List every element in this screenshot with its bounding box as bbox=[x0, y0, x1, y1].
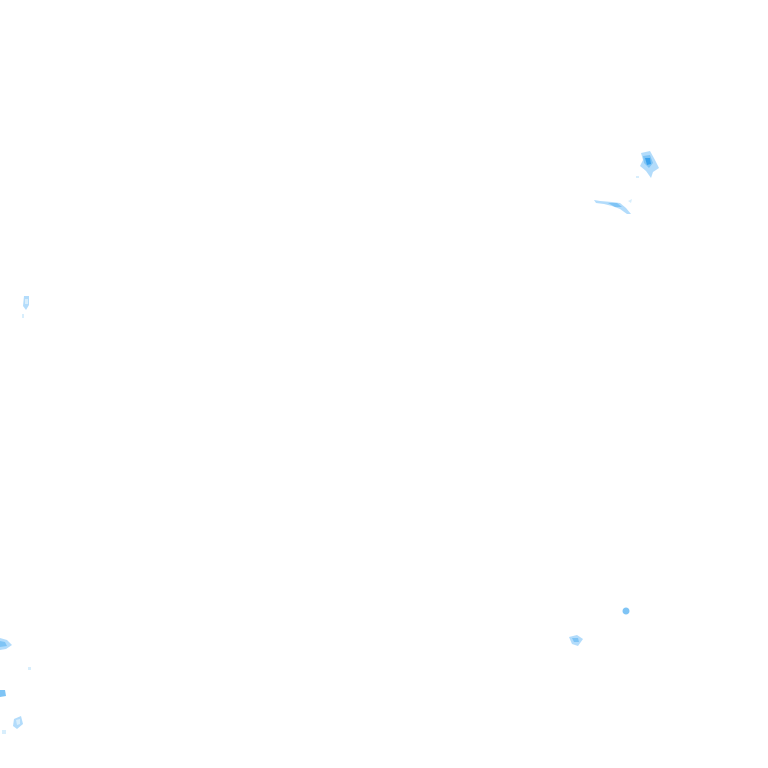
cell-lower-left-edge bbox=[0, 638, 31, 670]
cell-upper-right-main bbox=[636, 151, 659, 178]
cell-upper-right-streak bbox=[594, 199, 632, 214]
cell-lower-right-dot bbox=[622, 607, 630, 615]
cell-lower-left-bottom bbox=[2, 716, 23, 734]
cell-left-small bbox=[22, 296, 29, 318]
cell-lower-right-patch bbox=[569, 635, 583, 646]
cell-lower-left-dot bbox=[0, 690, 6, 697]
